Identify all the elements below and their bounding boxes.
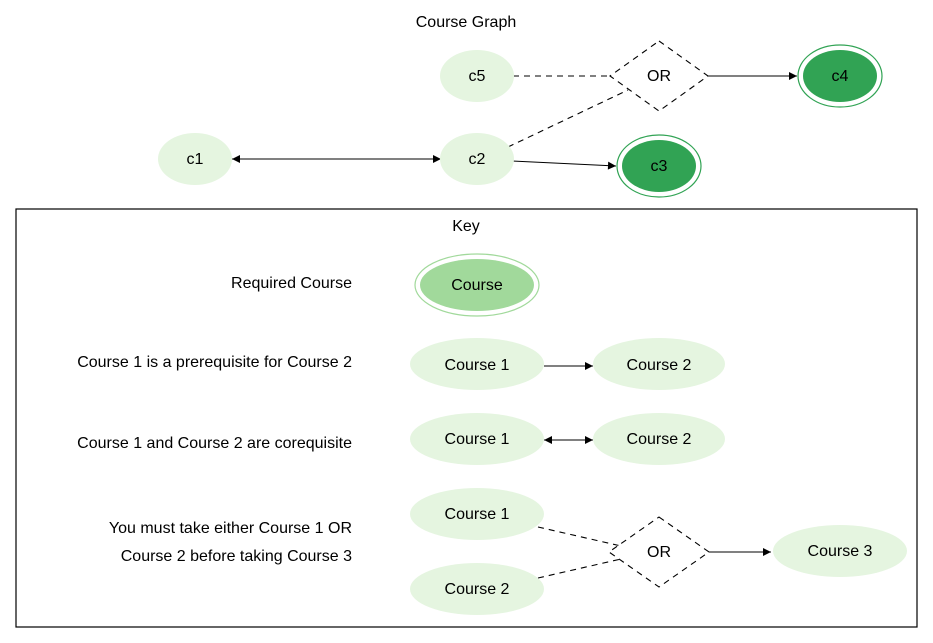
graph-title: Course Graph — [416, 14, 517, 31]
key-coreq-a-label: Course 1 — [445, 431, 510, 448]
node-c1[interactable]: c1 — [158, 133, 232, 185]
node-c2[interactable]: c2 — [440, 133, 514, 185]
key-coreq-b-node: Course 2 — [593, 413, 725, 465]
key-title: Key — [452, 218, 480, 235]
node-c3[interactable]: c3 — [616, 134, 702, 198]
key-either-label-line2: Course 2 before taking Course 3 — [121, 548, 352, 565]
node-c4[interactable]: c4 — [797, 44, 883, 108]
key-required-label: Required Course — [231, 275, 352, 292]
key-either-a-label: Course 1 — [445, 506, 510, 523]
key-either-or-label: OR — [647, 544, 671, 561]
key-either-or-node: OR — [608, 516, 710, 588]
node-c3-label: c3 — [651, 158, 668, 175]
key-required-node-label: Course — [451, 277, 503, 294]
key-either-edge-a — [537, 526, 622, 547]
key-coreq-b-label: Course 2 — [627, 431, 692, 448]
key-either-target-label: Course 3 — [808, 543, 873, 560]
key-box — [15, 208, 918, 628]
key-prereq-from-node: Course 1 — [410, 338, 544, 390]
edge-c2-or — [507, 89, 629, 148]
key-either-target-node: Course 3 — [773, 525, 907, 577]
key-prereq-to-label: Course 2 — [627, 357, 692, 374]
key-prereq-to-node: Course 2 — [593, 338, 725, 390]
node-c4-label: c4 — [832, 68, 849, 85]
node-c1-label: c1 — [187, 151, 204, 168]
key-either-b-node: Course 2 — [410, 563, 544, 615]
key-either-edge-b — [537, 558, 622, 579]
key-either-b-label: Course 2 — [445, 581, 510, 598]
key-either-label-line1: You must take either Course 1 OR — [109, 520, 352, 537]
key-coreq-label: Course 1 and Course 2 are corequisite — [77, 435, 352, 452]
node-c5-label: c5 — [469, 68, 486, 85]
node-c2-label: c2 — [469, 151, 486, 168]
key-required-node: Course — [414, 253, 540, 317]
edge-c2-c3 — [511, 160, 617, 170]
key-either-a-node: Course 1 — [410, 488, 544, 540]
key-prereq-label: Course 1 is a prerequisite for Course 2 — [77, 354, 352, 371]
key-prereq-from-label: Course 1 — [445, 357, 510, 374]
key-coreq-a-node: Course 1 — [410, 413, 544, 465]
node-c5[interactable]: c5 — [440, 50, 514, 102]
node-or-top-label: OR — [647, 68, 671, 85]
node-or-top[interactable]: OR — [609, 40, 709, 112]
